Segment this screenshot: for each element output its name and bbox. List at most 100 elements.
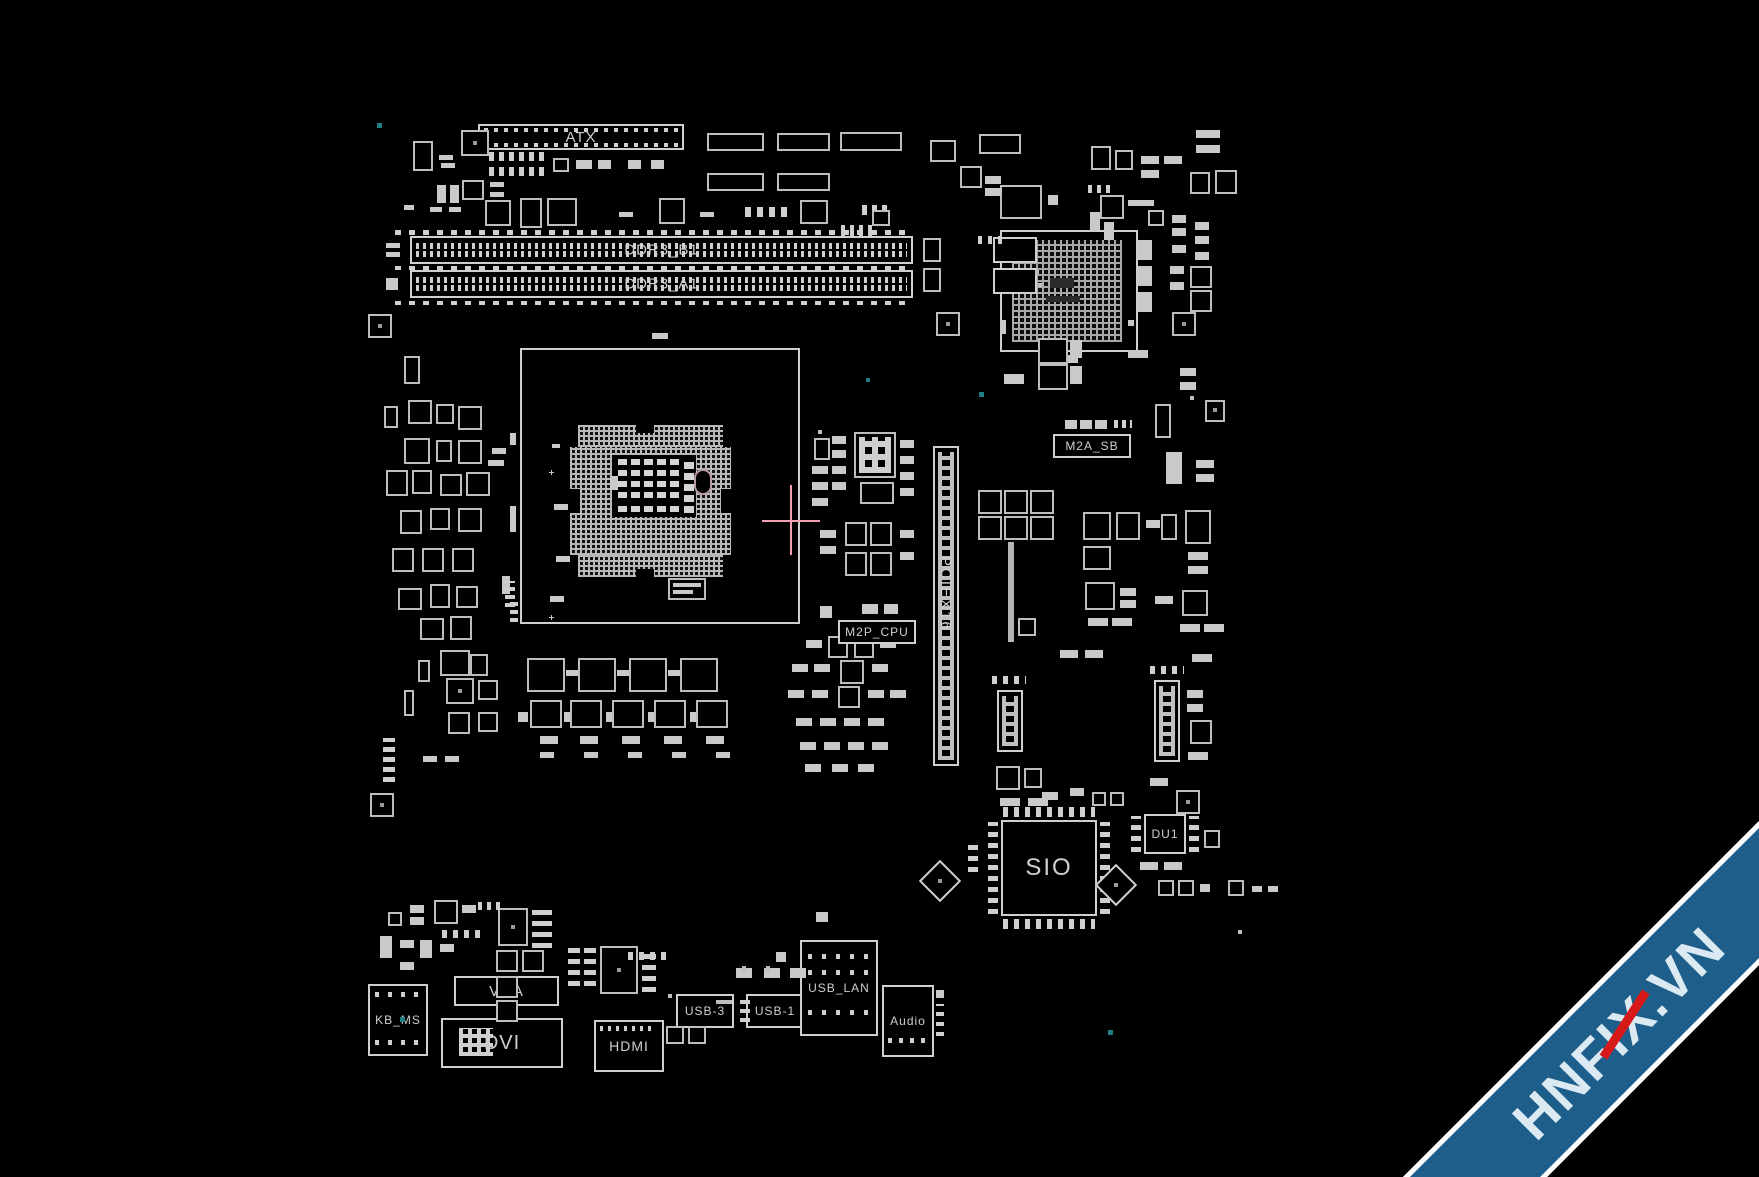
component-pad — [1000, 320, 1006, 334]
component-pad — [1192, 654, 1212, 662]
component-pad — [1138, 240, 1152, 260]
component-outline — [840, 660, 864, 684]
header-connector[interactable] — [979, 134, 1021, 154]
component-outline — [1018, 618, 1036, 636]
component-outline — [870, 552, 892, 576]
component-pad — [900, 530, 914, 538]
mounting-hole-center — [1182, 322, 1186, 326]
header-connector[interactable] — [707, 133, 764, 151]
component-pad — [1213, 408, 1217, 412]
component-pad — [1128, 200, 1154, 206]
component-pad — [617, 968, 621, 972]
m2a-sb-mount[interactable]: M2A_SB — [1053, 434, 1131, 458]
component-outline — [680, 658, 718, 692]
component-pad — [489, 167, 545, 176]
component-outline — [1035, 270, 1039, 274]
component-pad — [1095, 420, 1107, 429]
component-pad — [900, 488, 914, 496]
socket-lever-arm — [610, 476, 618, 490]
component-pad — [1172, 215, 1186, 223]
usb1-connector[interactable]: USB-1 — [746, 994, 804, 1028]
component-outline — [462, 180, 484, 200]
component-outline — [404, 438, 430, 464]
component-pad — [900, 456, 914, 464]
front-panel-header[interactable] — [1154, 680, 1180, 762]
component-outline — [413, 141, 433, 171]
component-outline — [430, 584, 450, 608]
header-connector[interactable] — [840, 132, 902, 151]
dimm-b1-label: DDR3_B1 — [624, 241, 699, 259]
component-pad — [1128, 350, 1148, 358]
component-pad — [862, 604, 878, 614]
component-pad — [488, 460, 504, 466]
dimm-slot-b1[interactable]: DDR3_B1 — [410, 236, 913, 264]
component-pad — [510, 600, 518, 622]
board-trace — [1008, 542, 1014, 642]
diamond-jack-center — [938, 879, 942, 883]
component-pad — [1048, 195, 1058, 205]
component-outline — [766, 966, 770, 970]
component-pad — [812, 690, 828, 698]
alignment-marker — [551, 470, 552, 475]
hdmi-pin-row — [600, 1026, 656, 1031]
header-connector[interactable] — [930, 140, 956, 162]
header-connector[interactable] — [993, 268, 1037, 294]
component-pad — [690, 712, 696, 722]
dvi-pin-grid — [459, 1028, 493, 1056]
m2p-cpu-mount[interactable]: M2P_CPU — [838, 620, 916, 644]
component-outline — [1091, 146, 1111, 170]
component-pad — [1180, 624, 1200, 632]
component-pad — [400, 962, 414, 970]
component-outline — [996, 766, 1020, 790]
component-outline — [860, 482, 894, 504]
du1-chip[interactable]: DU1 — [1144, 814, 1186, 854]
component-pad — [1112, 618, 1132, 626]
component-pad — [668, 670, 680, 676]
pcie-x16-slot[interactable] — [933, 446, 959, 766]
component-outline — [458, 508, 482, 532]
component-pad — [745, 207, 791, 217]
component-pad — [832, 482, 846, 490]
front-panel-header[interactable] — [997, 690, 1023, 752]
component-outline — [800, 200, 828, 224]
header-connector[interactable] — [777, 133, 830, 151]
component-outline — [1228, 880, 1244, 896]
component-pad — [832, 764, 848, 772]
component-pad — [628, 952, 668, 960]
m2p-cpu-label: M2P_CPU — [845, 625, 909, 639]
component-pad — [880, 640, 896, 648]
mounting-hole-center — [1186, 800, 1190, 804]
usb3-connector[interactable]: USB-3 — [676, 994, 734, 1028]
header-connector[interactable] — [707, 173, 764, 191]
component-pad — [1060, 355, 1078, 363]
component-pad — [764, 968, 780, 978]
component-outline — [872, 210, 890, 226]
component-pad — [796, 718, 812, 726]
component-pad — [423, 756, 437, 762]
component-pad — [437, 185, 446, 203]
component-outline — [422, 548, 444, 572]
component-pad — [606, 712, 612, 722]
sio-chip[interactable]: SIO — [1001, 820, 1097, 916]
component-outline — [404, 690, 414, 716]
dimm-retention-row — [395, 266, 910, 270]
component-pad — [1150, 666, 1184, 674]
component-pad — [404, 205, 414, 210]
component-outline — [384, 406, 398, 428]
component-pad — [1114, 420, 1132, 428]
component-pad — [900, 552, 914, 560]
component-outline — [527, 658, 565, 692]
component-outline — [478, 712, 498, 732]
dimm-slot-a1[interactable]: DDR3_A1 — [410, 270, 913, 298]
component-pad — [550, 596, 564, 602]
component-pad — [1141, 170, 1159, 178]
mounting-hole — [368, 314, 392, 338]
audio-connector[interactable]: Audio — [882, 985, 934, 1057]
crosshair-vertical — [790, 485, 792, 555]
header-connector[interactable] — [777, 173, 830, 191]
component-outline — [1083, 512, 1111, 540]
component-pad — [814, 664, 830, 672]
connector-pin-dots — [375, 992, 421, 997]
component-pad — [792, 664, 808, 672]
